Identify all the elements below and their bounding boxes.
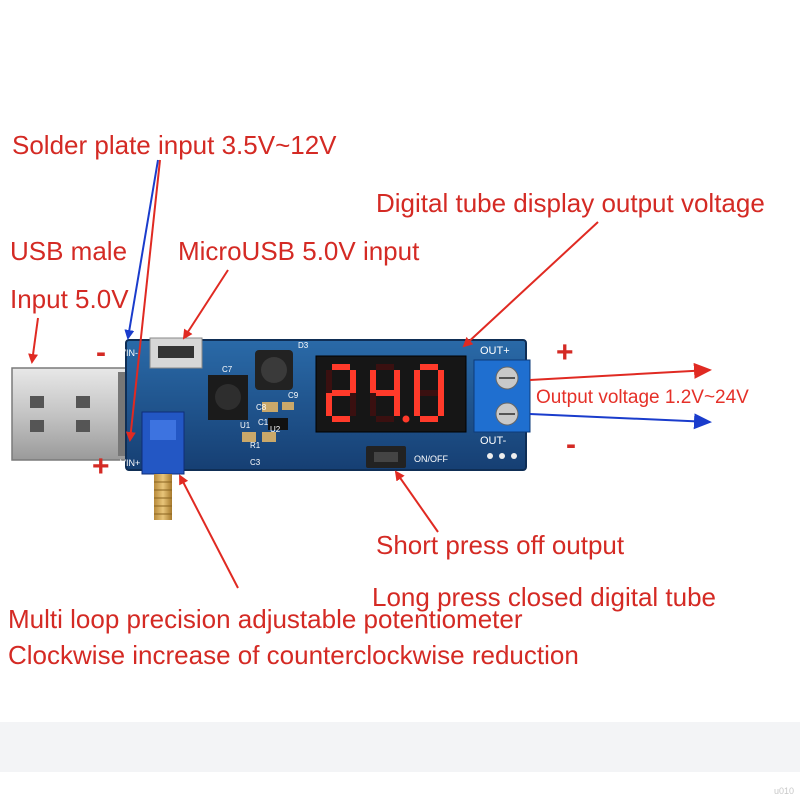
display-digit-1-segment-d xyxy=(332,416,350,422)
pcb-board: VIN- VIN+ OUT+ OUT- ON/OFF D3 C7 C8 C9 C… xyxy=(120,337,531,471)
display-digit-2-segment-e xyxy=(370,393,376,416)
input-5v-label: Input 5.0V xyxy=(10,284,129,314)
output-voltage-label: Output voltage 1.2V~24V xyxy=(536,387,749,408)
silk-vin-minus: VIN- xyxy=(120,348,138,358)
silk-c1: C1 xyxy=(258,418,269,427)
silk-vin-plus: VIN+ xyxy=(120,458,140,468)
display-digit-1-segment-c xyxy=(350,393,356,416)
display-digit-2-segment-c xyxy=(394,393,400,416)
potentiometer-label: Multi loop precision adjustable potentio… xyxy=(8,604,523,634)
display-digit-2-segment-g xyxy=(376,390,394,396)
display-digit-3-segment-b xyxy=(438,370,444,393)
silk-c3: C3 xyxy=(250,458,261,467)
solder-plate-arrow-blue xyxy=(124,159,159,340)
display-digit-1-segment-e xyxy=(326,393,332,416)
short-press-arrow xyxy=(394,470,439,533)
display-digit-3-segment-f xyxy=(414,370,420,393)
silk-out-minus: OUT- xyxy=(480,435,507,447)
digital-tube-label: Digital tube display output voltage xyxy=(376,188,765,218)
display-digit-3-segment-e xyxy=(414,393,420,416)
potentiometer xyxy=(141,411,185,520)
display-digit-1-segment-g xyxy=(332,390,350,396)
digital-display xyxy=(326,364,444,423)
output-plus-sign: + xyxy=(556,336,574,369)
bottom-band xyxy=(0,722,800,772)
output-plus-arrow xyxy=(529,362,712,381)
output-minus-arrow xyxy=(529,413,712,430)
input-5v-arrow xyxy=(28,317,39,364)
silk-r1: R1 xyxy=(250,441,261,450)
silk-c7: C7 xyxy=(222,365,233,374)
watermark: u010 xyxy=(773,786,794,796)
short-press-label: Short press off output xyxy=(376,530,625,560)
display-digit-3-segment-d xyxy=(420,416,438,422)
display-digit-3-segment-a xyxy=(420,364,438,370)
digital-tube-arrow xyxy=(462,221,599,348)
microusb-arrow xyxy=(182,269,229,340)
input-minus-sign: - xyxy=(96,336,106,369)
usb-male-plug xyxy=(11,367,131,461)
solder-plate-label: Solder plate input 3.5V~12V xyxy=(12,130,337,160)
display-digit-1-segment-f xyxy=(326,370,332,393)
silk-on-off: ON/OFF xyxy=(414,454,448,464)
display-decimal-point xyxy=(402,415,410,423)
silk-d3: D3 xyxy=(298,341,309,350)
solder-plate-arrow-red xyxy=(125,159,161,442)
display-digit-3-segment-g xyxy=(420,390,438,396)
output-minus-sign: - xyxy=(566,428,576,461)
display-digit-2-segment-f xyxy=(370,370,376,393)
input-plus-sign: + xyxy=(92,450,110,483)
annotation-arrows xyxy=(28,159,712,589)
clockwise-label: Clockwise increase of counterclockwise r… xyxy=(8,640,579,670)
long-press-label: Long press closed digital tube xyxy=(372,582,717,612)
potentiometer-arrow xyxy=(179,474,239,589)
display-digit-2-segment-b xyxy=(394,370,400,393)
silk-c9: C9 xyxy=(288,391,299,400)
silk-u1: U1 xyxy=(240,421,251,430)
display-digit-2-segment-a xyxy=(376,364,394,370)
display-digit-1-segment-a xyxy=(332,364,350,370)
silk-out-plus: OUT+ xyxy=(480,345,510,357)
usb-male-label: USB male xyxy=(10,236,128,266)
display-digit-2-segment-d xyxy=(376,416,394,422)
silk-c8: C8 xyxy=(256,403,267,412)
microusb-label: MicroUSB 5.0V input xyxy=(178,236,420,266)
display-digit-3-segment-c xyxy=(438,393,444,416)
silk-u2: U2 xyxy=(270,425,281,434)
display-digit-1-segment-b xyxy=(350,370,356,393)
